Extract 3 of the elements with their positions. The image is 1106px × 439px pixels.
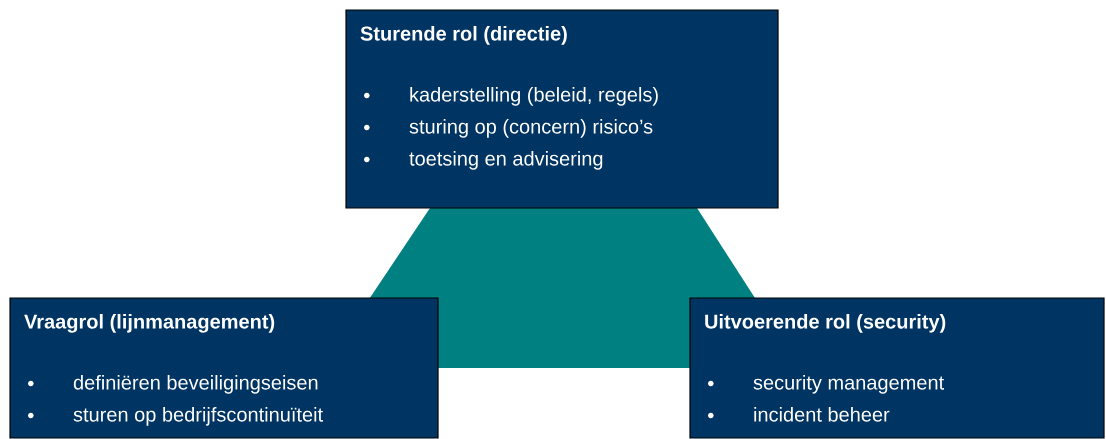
role-box: Uitvoerende rol (security) security management incident beheer	[689, 297, 1105, 439]
role-box: Vraagrol (lijnmanagement) definiëren beveiligingseisen sturen op bedrijfscontinuïteit	[9, 297, 439, 439]
role-box: Sturende rol (directie) kaderstelling (beleid, regels) sturing op (concern) risico’s toetsing en advisering	[345, 9, 779, 209]
